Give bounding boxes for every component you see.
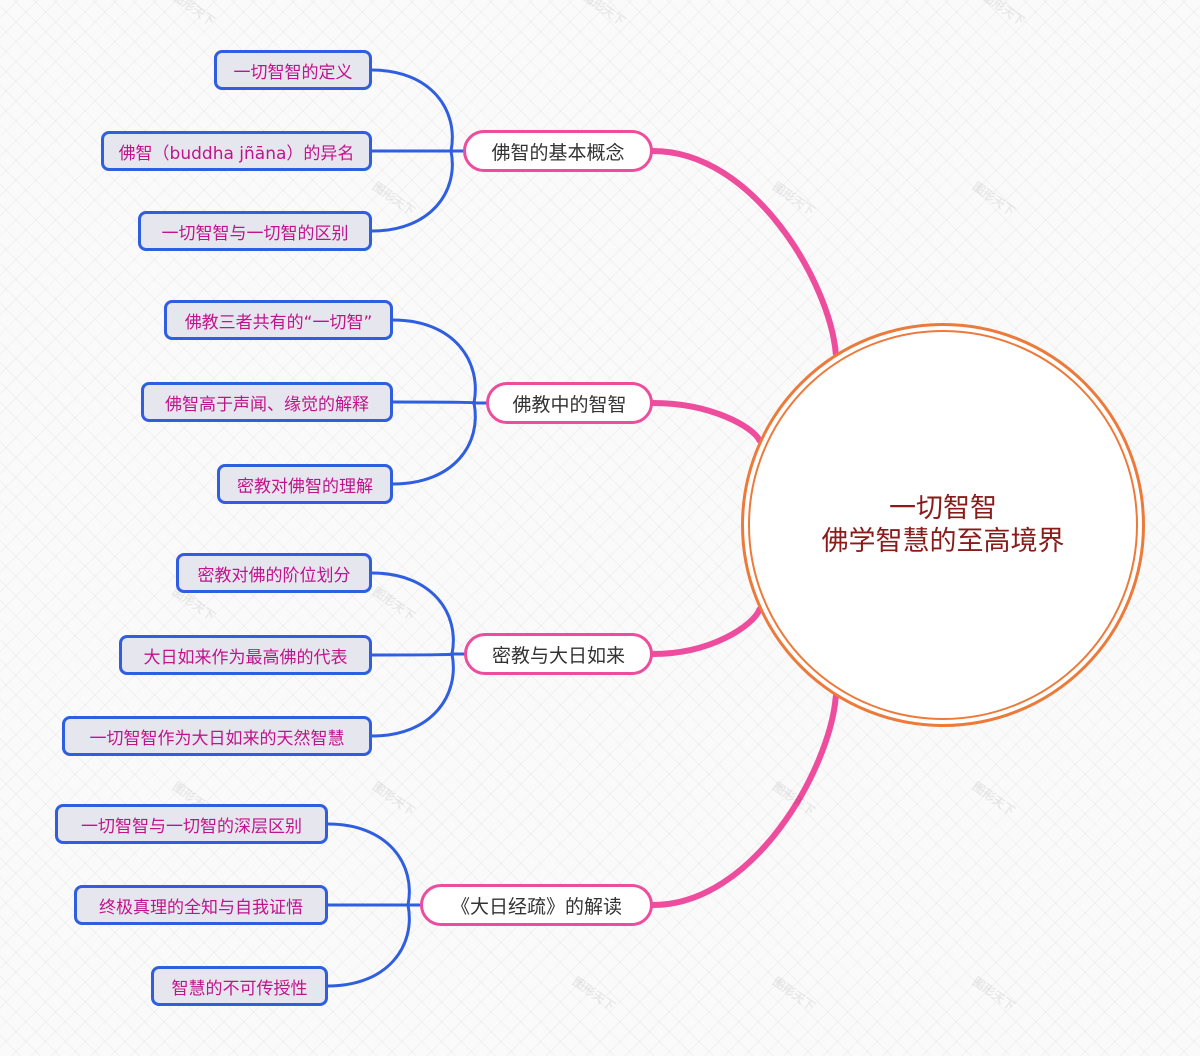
branch-connector-outline — [651, 149, 838, 356]
leaf-topic[interactable]: 佛教三者共有的“一切智” — [164, 300, 393, 340]
branch-topic-buddhist-wisdom[interactable]: 佛教中的智智 — [486, 382, 653, 424]
central-topic-inner-ring — [748, 330, 1138, 720]
leaf-connector — [326, 903, 422, 988]
central-topic-text: 一切智智 佛学智慧的至高境界 — [822, 492, 1065, 558]
leaf-topic[interactable]: 佛智（buddha jñāna）的异名 — [101, 131, 372, 171]
leaf-connector — [370, 68, 465, 153]
branch-connector-outline — [651, 608, 762, 656]
leaf-connector — [370, 149, 465, 233]
leaf-topic[interactable]: 智慧的不可传授性 — [151, 966, 328, 1006]
leaf-topic[interactable]: 一切智智的定义 — [214, 50, 372, 90]
leaf-connector — [370, 652, 466, 657]
branch-topic-esoteric-vairocana[interactable]: 密教与大日如来 — [464, 633, 653, 675]
leaf-connector — [391, 401, 488, 486]
leaf-connector — [370, 652, 466, 738]
leaf-topic[interactable]: 佛智高于声闻、缘觉的解释 — [141, 382, 393, 422]
central-topic-line-1: 一切智智 — [889, 493, 997, 524]
branch-connector — [650, 693, 839, 908]
branch-connector — [650, 148, 839, 357]
leaf-connector — [326, 822, 422, 907]
branch-topic-basic-concepts[interactable]: 佛智的基本概念 — [463, 130, 653, 172]
leaf-connector — [391, 318, 488, 405]
central-topic[interactable]: 一切智智 佛学智慧的至高境界 — [741, 323, 1145, 727]
branch-connector — [650, 606, 763, 657]
leaf-connector — [370, 571, 466, 656]
branch-topic-mahavairocana-commentary[interactable]: 《大日经疏》的解读 — [420, 884, 653, 926]
central-topic-line-2: 佛学智慧的至高境界 — [821, 526, 1065, 557]
branch-connector-outline — [651, 401, 762, 442]
leaf-topic[interactable]: 终极真理的全知与自我证悟 — [74, 885, 328, 925]
leaf-connector — [391, 400, 488, 405]
leaf-topic[interactable]: 一切智智作为大日如来的天然智慧 — [62, 716, 372, 756]
leaf-topic[interactable]: 一切智智与一切智的区别 — [138, 211, 372, 251]
leaf-topic[interactable]: 一切智智与一切智的深层区别 — [55, 804, 328, 844]
leaf-topic[interactable]: 密教对佛的阶位划分 — [176, 553, 372, 593]
leaf-topic[interactable]: 大日如来作为最高佛的代表 — [119, 635, 372, 675]
branch-connector-outline — [651, 694, 838, 907]
leaf-topic[interactable]: 密教对佛智的理解 — [217, 464, 393, 504]
